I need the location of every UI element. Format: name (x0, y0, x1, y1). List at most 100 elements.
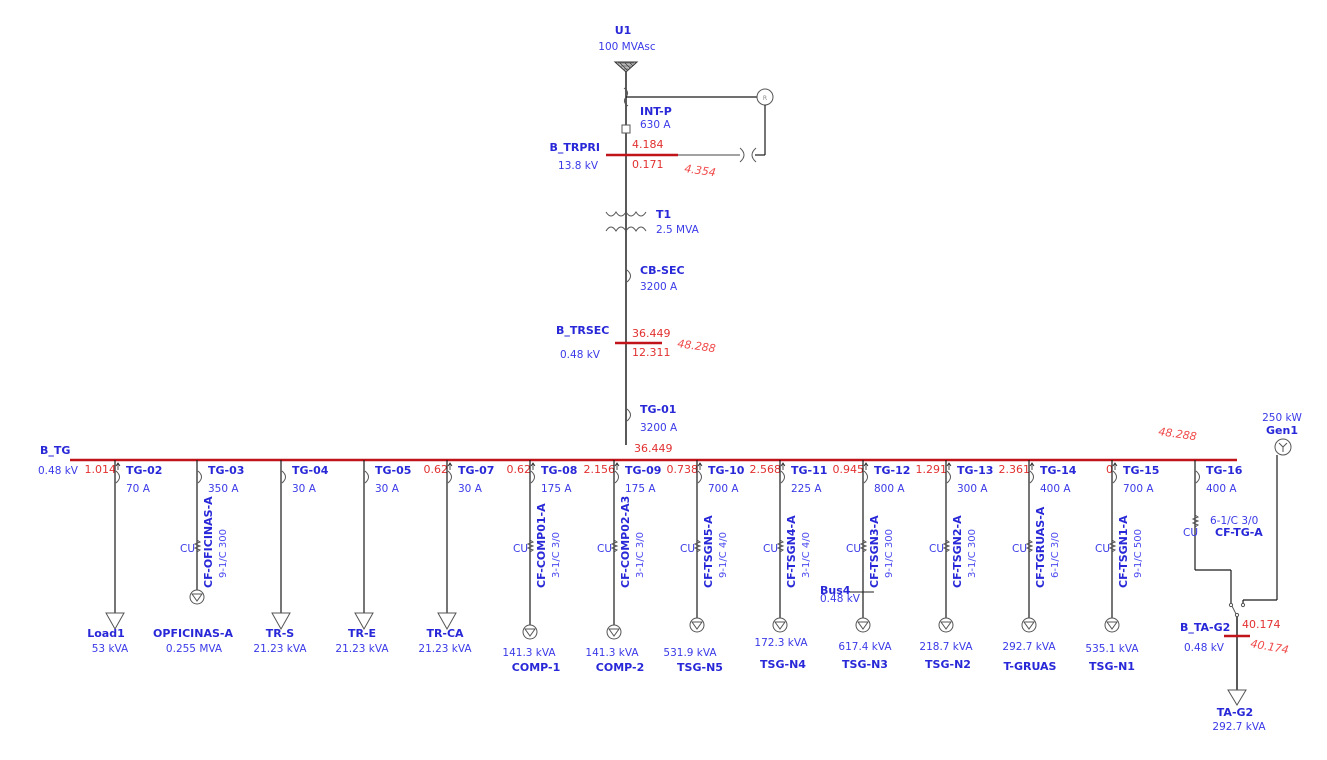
motor-load-glyph (608, 628, 620, 637)
bus-b-ta-g2[interactable]: B_TA-G2 0.48 kV 40.174 40.174 (1180, 617, 1290, 690)
motor-load-icon (855, 617, 871, 633)
cable-spec: 3-1/C 3/0 (551, 532, 562, 578)
flow-arrow-icon (530, 462, 536, 470)
flow-arrow-icon (447, 462, 453, 470)
flow-bottom: 0.171 (632, 158, 664, 171)
motor-load-icon (772, 617, 788, 633)
cable-name: CF-TGRUAS-A (1034, 506, 1047, 588)
load-name: TR-CA (426, 627, 464, 640)
current-transformer (623, 87, 757, 107)
load-name: TSG-N2 (925, 658, 971, 671)
main-breaker-name: INT-P (640, 105, 672, 118)
breaker-rating: 30 A (375, 483, 400, 495)
cable-material: CU (763, 543, 778, 555)
breaker-icon (946, 470, 951, 484)
breaker-icon (863, 470, 868, 484)
flow-arrow-icon (780, 462, 786, 470)
breaker-name: TG-15 (1123, 464, 1159, 477)
bus-voltage: 0.48 kV (1184, 642, 1225, 654)
breaker-icon (530, 470, 535, 484)
cable-spec: 3-1/C 4/0 (801, 532, 812, 578)
breaker-rating: 400 A (1206, 483, 1237, 495)
breaker-rating: 350 A (208, 483, 239, 495)
breaker-icon (621, 124, 631, 134)
breaker-name: TG-08 (541, 464, 577, 477)
load-name: TR-S (266, 627, 295, 640)
load-rating: 141.3 kVA (502, 647, 556, 659)
breaker-name: TG-16 (1206, 464, 1243, 477)
generator-gen1[interactable]: 250 kW Gen1 (1242, 412, 1303, 603)
cable-icon (526, 539, 535, 553)
load-name: TSG-N3 (842, 658, 888, 671)
breaker-icon (626, 408, 631, 422)
cable-spec: 9-1/C 4/0 (718, 532, 729, 578)
load-rating: 292.7 kVA (1002, 641, 1056, 653)
flow-arrow-icon (115, 462, 121, 470)
load-name: COMP-2 (596, 661, 644, 674)
bus-b-trsec[interactable]: B_TRSEC 0.48 kV 36.449 12.311 48.288 (556, 324, 717, 361)
flow-arrow-icon (1112, 462, 1118, 470)
transfer-switch[interactable] (1228, 602, 1246, 618)
cable-material: CU (846, 543, 861, 555)
load-rating: 218.7 kVA (919, 641, 973, 653)
load-rating: 292.7 kVA (1212, 721, 1266, 733)
breaker-rating: 70 A (126, 483, 151, 495)
fault-total: 48.288 (677, 337, 717, 355)
breaker-rating: 30 A (458, 483, 483, 495)
load-name: TR-E (348, 627, 376, 640)
cable-icon (1108, 539, 1117, 553)
bus-bus4[interactable]: Bus4 0.48 kV (820, 584, 874, 605)
breaker-name: TG-01 (640, 403, 676, 416)
flow-arrow-icon (863, 462, 869, 470)
static-load-icon (354, 612, 374, 631)
load-rating: 21.23 kVA (335, 643, 389, 655)
load-rating: 141.3 kVA (585, 647, 639, 659)
load-rating: 21.23 kVA (253, 643, 307, 655)
breaker-name: CB-SEC (640, 264, 685, 277)
flow-arrow-icon (697, 462, 703, 470)
breaker-rating: 30 A (292, 483, 317, 495)
utility-u1[interactable]: U1 100 MVAsc (598, 24, 656, 73)
cable-name: CF-COMP01-A (535, 503, 548, 588)
cable-spec: 3-1/C 3/0 (635, 532, 646, 578)
load-ta-g2[interactable]: TA-G2 292.7 kVA (1212, 689, 1266, 733)
breaker-cb-sec[interactable]: CB-SEC 3200 A (626, 264, 685, 293)
breaker-tg-01[interactable]: TG-01 3200 A 36.449 (626, 403, 678, 455)
flow-top: 36.449 (632, 327, 671, 340)
cable-spec: 3-1/C 300 (967, 529, 978, 578)
transformer-primary-icon (605, 211, 647, 217)
flow-value: 1.014 (85, 463, 117, 476)
main-breaker-rating: 630 A (640, 119, 671, 131)
cable-material: CU (180, 543, 195, 555)
main-breaker-int-p[interactable]: INT-P 630 A (621, 105, 672, 134)
motor-load-glyph (857, 621, 869, 630)
motor-load-icon (189, 589, 205, 605)
bus-b-tg[interactable]: B_TG 0.48 kV 48.288 (38, 425, 1237, 477)
cable-name: CF-TSGN1-A (1117, 515, 1130, 588)
motor-load-glyph (524, 628, 536, 637)
relay[interactable]: R (755, 88, 774, 156)
bus-b-trpri[interactable]: B_TRPRI 13.8 kV 4.184 0.171 4.354 (550, 138, 757, 179)
breaker-rating: 175 A (541, 483, 572, 495)
breaker-name: TG-09 (625, 464, 661, 477)
load-rating: 617.4 kVA (838, 641, 892, 653)
transformer-t1[interactable]: T1 2.5 MVA (605, 208, 700, 236)
cable-name: CF-COMP02-A3 (619, 496, 632, 588)
flow-arrow-icon (1029, 462, 1035, 470)
breaker-rating: 3200 A (640, 422, 678, 434)
load-rating: 531.9 kVA (663, 647, 717, 659)
